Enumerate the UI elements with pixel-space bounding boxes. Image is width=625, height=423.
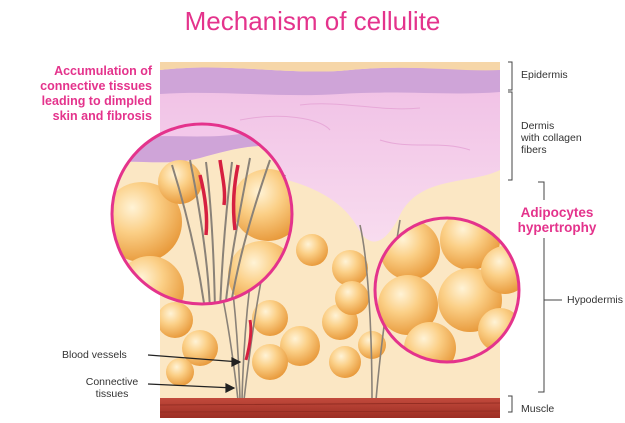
fat-cell xyxy=(329,346,361,378)
dermis-label-line: Dermis xyxy=(521,120,616,132)
connective-label-line: Connective xyxy=(72,376,152,388)
callout-line: hypertrophy xyxy=(498,220,616,235)
layer-brackets xyxy=(508,62,562,412)
fat-cell xyxy=(157,302,193,338)
fat-cell xyxy=(252,344,288,380)
fat-cell xyxy=(335,281,369,315)
fat-cell xyxy=(296,234,328,266)
callout-line: Accumulation of xyxy=(6,64,152,79)
muscle-layer xyxy=(160,398,500,418)
page-title: Mechanism of cellulite xyxy=(0,6,625,37)
muscle-label: Muscle xyxy=(521,403,554,415)
dermis-label: Dermis with collagen fibers xyxy=(521,120,616,156)
epidermis-layer xyxy=(160,67,500,95)
blood-vessels-label: Blood vessels xyxy=(62,349,127,361)
callout-line: connective tissues xyxy=(6,79,152,94)
dermis-label-line: fibers xyxy=(521,144,616,156)
callout-line: leading to dimpled xyxy=(6,94,152,109)
connective-tissue-callout: Accumulation of connective tissues leadi… xyxy=(6,64,152,124)
hypodermis-bracket-bottom xyxy=(538,238,544,392)
dermis-bracket xyxy=(508,92,512,180)
callout-line: skin and fibrosis xyxy=(6,109,152,124)
dermis-label-line: with collagen xyxy=(521,132,616,144)
epidermis-label: Epidermis xyxy=(521,69,568,81)
hypodermis-label: Hypodermis xyxy=(567,294,623,306)
muscle-bracket xyxy=(508,396,512,412)
adipocyte-callout: Adipocytes hypertrophy xyxy=(498,205,616,235)
epidermis-bracket xyxy=(508,62,512,90)
connective-label-line: tissues xyxy=(72,388,152,400)
callout-line: Adipocytes xyxy=(498,205,616,220)
connective-tissues-label: Connective tissues xyxy=(72,376,152,400)
fat-cell xyxy=(332,250,368,286)
hypodermis-bracket-top xyxy=(538,182,544,200)
fat-cell xyxy=(166,358,194,386)
